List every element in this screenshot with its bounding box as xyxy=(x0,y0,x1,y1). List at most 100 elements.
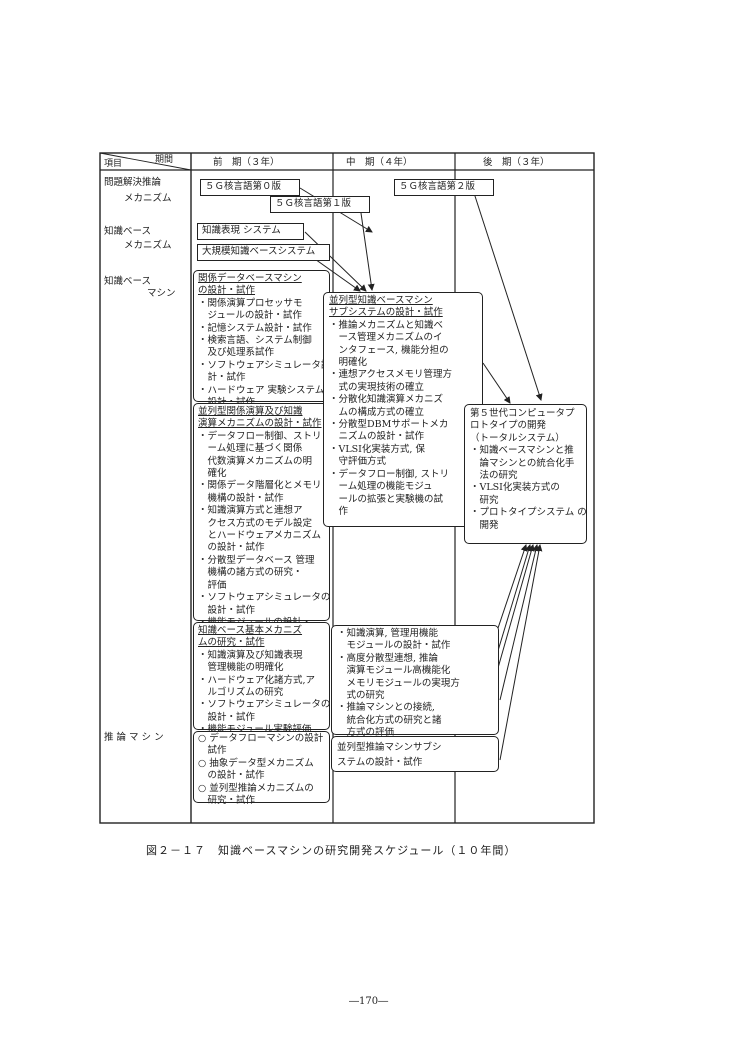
text-line: ーム処理の機能モジュ xyxy=(329,481,433,493)
kernel-language-v0-box: ５Ｇ核言語第０版 xyxy=(200,179,300,196)
header-period-early: 前 期（３年） xyxy=(213,157,280,168)
text-line: 機構の諸方式の研究・ xyxy=(198,567,303,579)
text-line: 演算モジュール高機能化 xyxy=(337,665,451,677)
text-line: 研究・試作 xyxy=(198,795,256,807)
text-line: ・分散型DBMサポートメカ xyxy=(329,419,449,431)
row-label-kb-machine-2: マシン xyxy=(147,288,176,299)
inference-early-box: ○ データフローマシンの設計 試作 ○ 抽象データ型メカニズム の設計・試作 ○… xyxy=(193,731,330,806)
text-line: 作 xyxy=(329,505,349,517)
text-line: 設計・試作 xyxy=(198,397,325,409)
text-line: ムの構成方式の確立 xyxy=(329,406,425,418)
text-line: ・VLSI化実装方式, 保 xyxy=(329,443,425,455)
kernel-language-v2-label: ５Ｇ核言語第２版 xyxy=(399,181,476,192)
text-line: 統合化方式の研究と諸 xyxy=(337,714,442,726)
text-line: ・ソフトウェアシミュレータの xyxy=(198,699,331,711)
text-line: 演算メカニズムの設計・試作 xyxy=(198,418,322,430)
header-corner-bottom: 項目 xyxy=(104,159,123,169)
knowledge-representation-label: 知識表現 システム xyxy=(202,225,281,236)
text-line: メモリモジュールの実現方 xyxy=(337,677,460,689)
text-line: ・ハードウェア 実験システム xyxy=(198,384,325,396)
text-line: 方式の評価 xyxy=(337,727,395,739)
text-line: ーム処理に基づく関係 xyxy=(198,443,303,455)
text-line: ・知識演算及び知識表現 xyxy=(198,649,303,661)
text-line: ・ソフトウェアシミュレータの xyxy=(198,592,331,604)
text-line: ールの拡張と実験機の試 xyxy=(329,493,444,505)
figure-caption: 図２－１７ 知識ベースマシンの研究開発スケジュール（１０年間） xyxy=(146,844,517,857)
text-line: ジュールの設計・試作 xyxy=(198,310,302,322)
text-line: ・知識演算, 管理用機能 xyxy=(337,628,439,639)
text-line: ・知識ベースマシンと推 xyxy=(470,445,574,457)
text-line: 管理機能の明確化 xyxy=(198,662,284,674)
parallel-inference-machine-box: 並列型推論マシンサブシ ステムの設計・試作 xyxy=(331,736,499,772)
text-line: ース管理メカニズムのイ xyxy=(329,332,443,344)
text-line: 論マシンとの統合化手 xyxy=(470,457,575,469)
text-line: ○ 並列型推論メカニズムの xyxy=(198,782,314,794)
text-line: （トータルシステム） xyxy=(470,432,565,444)
text-line: 明確化 xyxy=(329,357,368,369)
text-line: ・VLSI化実装方式の xyxy=(470,482,560,494)
page-number: ―170― xyxy=(349,996,389,1007)
text-line: 設計・試作 xyxy=(198,711,256,723)
row-label-knowledge-base: 知識ベース xyxy=(104,226,152,237)
text-line: 機構の設計・試作 xyxy=(198,492,284,504)
text-line: ステムの設計・試作 xyxy=(337,757,423,768)
fifth-gen-prototype-box: 第５世代コンピュータプ ロトタイプの開発 （トータルシステム） ・知識ベースマシ… xyxy=(464,404,587,544)
text-line: ・高度分散型連想, 推論 xyxy=(337,652,439,664)
parallel-kb-machine-box: 並列型知識ベースマシン サブシステムの設計・試作 ・推論メカニズムと知識ベ ース… xyxy=(323,292,483,527)
row-label-kb-machine: 知識ベース xyxy=(104,276,152,287)
kernel-language-v1-box: ５Ｇ核言語第１版 xyxy=(270,196,370,213)
row-label-problem-solving-2: メカニズム xyxy=(124,193,172,204)
text-line: ・推論メカニズムと知識ベ xyxy=(329,319,444,331)
text-line: 式の実現技術の確立 xyxy=(329,381,425,393)
text-line: ○ データフローマシンの設計 xyxy=(198,733,324,744)
text-line: 研究 xyxy=(470,494,499,506)
text-line: ・プロトタイプシステム の xyxy=(470,507,587,519)
text-line: ・機能モジュール実験評価 xyxy=(198,724,312,736)
text-line: 代数演算メカニズムの明 xyxy=(198,455,313,467)
text-line: 第５世代コンピュータプ xyxy=(470,408,575,419)
text-line: 並列型知識ベースマシン xyxy=(329,295,433,306)
text-line: 並列型関係演算及び知識 xyxy=(198,406,303,417)
text-line: ニズムの設計・試作 xyxy=(329,431,425,443)
header-period-late: 後 期（３年） xyxy=(483,157,550,168)
text-line: 知識ベース基本メカニズ xyxy=(198,625,303,636)
text-line: の設計・試作 xyxy=(198,285,256,297)
text-line: ・分散型データベース 管理 xyxy=(198,554,315,566)
text-line: 関係データベースマシン xyxy=(198,273,302,284)
row-label-inference-machine: 推 論 マ シ ン xyxy=(104,732,164,743)
text-line: ・データフロー制御、ストリ xyxy=(198,430,322,442)
text-line: サブシステムの設計・試作 xyxy=(329,307,443,319)
text-line: の設計・試作 xyxy=(198,542,265,554)
text-line: 並列型推論マシンサブシ xyxy=(337,742,442,753)
text-line: ・知識演算方式と連想ア xyxy=(198,505,303,517)
text-line: 設計・試作 xyxy=(198,604,256,616)
knowledge-representation-box: 知識表現 システム xyxy=(197,223,304,240)
text-line: ロトタイプの開発 xyxy=(470,420,547,432)
kb-basic-mechanism-box: 知識ベース基本メカニズ ムの研究・試作 ・知識演算及び知識表現 管理機能の明確化… xyxy=(193,622,331,735)
text-line: ・ソフトウェアシミュレータ設 xyxy=(198,359,331,371)
text-line: 守評価方式 xyxy=(329,456,387,468)
text-line: 開発 xyxy=(470,519,499,531)
text-line: ・記憶システム設計・試作 xyxy=(198,322,312,334)
mid-kb-development-box: ・知識演算, 管理用機能 モジュールの設計・試作 ・高度分散型連想, 推論 演算… xyxy=(331,625,499,738)
text-line: ・関係データ階層化とメモリ xyxy=(198,480,322,492)
kernel-language-v1-label: ５Ｇ核言語第１版 xyxy=(275,198,352,209)
text-line: ・データフロー制御, ストリ xyxy=(329,468,450,480)
text-line: 法の研究 xyxy=(470,470,518,482)
text-line: ルゴリズムの研究 xyxy=(198,687,284,699)
row-label-problem-solving: 問題解決推論 xyxy=(104,177,162,188)
large-kb-system-box: 大規模知識ベースシステム xyxy=(197,244,330,261)
text-line: 計・試作 xyxy=(198,372,246,384)
text-line: 及び処理系試作 xyxy=(198,347,275,359)
text-line: ンタフェース, 機能分担の xyxy=(329,344,449,356)
text-line: ・推論マシンとの接続, xyxy=(337,702,435,714)
text-line: 試作 xyxy=(198,745,227,757)
text-line: ムの研究・試作 xyxy=(198,637,265,649)
large-kb-system-label: 大規模知識ベースシステム xyxy=(202,246,316,257)
text-line: クセス方式のモデル設定 xyxy=(198,517,313,529)
header-corner-top: 期間 xyxy=(155,155,174,165)
header-period-mid: 中 期（４年） xyxy=(346,157,413,168)
text-line: ・連想アクセスメモリ管理方 xyxy=(329,369,453,381)
text-line: ・関係演算プロセッサモ xyxy=(198,297,303,309)
text-line: ・ハードウェア化諸方式,ア xyxy=(198,674,316,686)
